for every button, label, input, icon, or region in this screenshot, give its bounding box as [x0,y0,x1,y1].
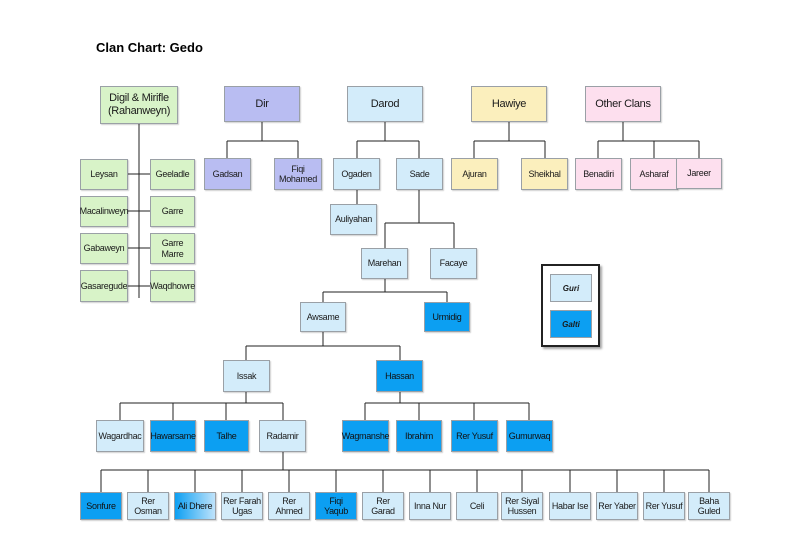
node-garre: Garre [150,196,195,227]
node-ogaden: Ogaden [333,158,380,190]
node-awsame: Awsame [300,302,346,332]
node-marehan: Marehan [361,248,408,279]
node-rer-ahmed: Rer Ahmed [268,492,310,520]
node-rer-garad: Rer Garad [362,492,404,520]
node-hawarsame: Hawarsame [150,420,196,452]
node-ali-dhere: Ali Dhere [174,492,216,520]
node-sonfure: Sonfure [80,492,122,520]
node-facaye: Facaye [430,248,477,279]
legend: Guri Galti [541,264,600,347]
node-issak: Issak [223,360,270,392]
node-garre-marre: Garre Marre [150,233,195,264]
node-benadiri: Benadiri [575,158,622,190]
node-wagardhac: Wagardhac [96,420,144,452]
node-sheikhal: Sheikhal [521,158,568,190]
legend-guri: Guri [550,274,592,302]
node-leysan: Leysan [80,159,128,190]
node-gabaweyn: Gabaweyn [80,233,128,264]
node-rer-yaber: Rer Yaber [596,492,638,520]
node-habar-ise: Habar Ise [549,492,591,520]
node-macalinweyn: Macalinweyn [80,196,129,227]
node-rer-yusuf-hassan: Rer Yusuf [451,420,498,452]
node-talhe: Talhe [204,420,249,452]
node-darod: Darod [347,86,423,122]
node-auliyahan: Auliyahan [330,204,377,235]
node-dir: Dir [224,86,300,122]
node-gadsan: Gadsan [204,158,251,190]
node-waqdhowre: Waqdhowre [150,270,195,302]
node-rer-siyal-hussen: Rer Siyal Hussen [501,492,543,520]
node-rer-yusuf-radamir: Rer Yusuf [643,492,685,520]
node-radamir: Radamir [259,420,306,452]
node-baha-guled: Baha Guled [688,492,730,520]
node-gasaregude: Gasaregude [80,270,128,302]
node-urmidig: Urmidig [424,302,470,332]
node-digil-mirifle: Digil & Mirifle (Rahanweyn) [100,86,178,124]
node-geeladle: Geeladle [150,159,195,190]
node-wagmanshe: Wagmanshe [342,420,390,452]
legend-galti: Galti [550,310,592,338]
node-inna-nur: Inna Nur [409,492,451,520]
node-fiqi-mohamed: Fiqi Mohamed [274,158,322,190]
node-jareer: Jareer [676,158,722,189]
node-gumurwaq: Gumurwaq [506,420,553,452]
node-fiqi-yaqub: Fiqi Yaqub [315,492,357,520]
node-ajuran: Ajuran [451,158,498,190]
node-asharaf: Asharaf [630,158,678,190]
node-hawiye: Hawiye [471,86,547,122]
node-celi: Celi [456,492,498,520]
chart-title: Clan Chart: Gedo [96,40,203,55]
node-other-clans: Other Clans [585,86,661,122]
node-rer-osman: Rer Osman [127,492,169,520]
node-hassan: Hassan [376,360,423,392]
node-rer-farah-ugas: Rer Farah Ugas [221,492,263,520]
node-sade: Sade [396,158,443,190]
node-ibrahim: Ibrahim [396,420,442,452]
